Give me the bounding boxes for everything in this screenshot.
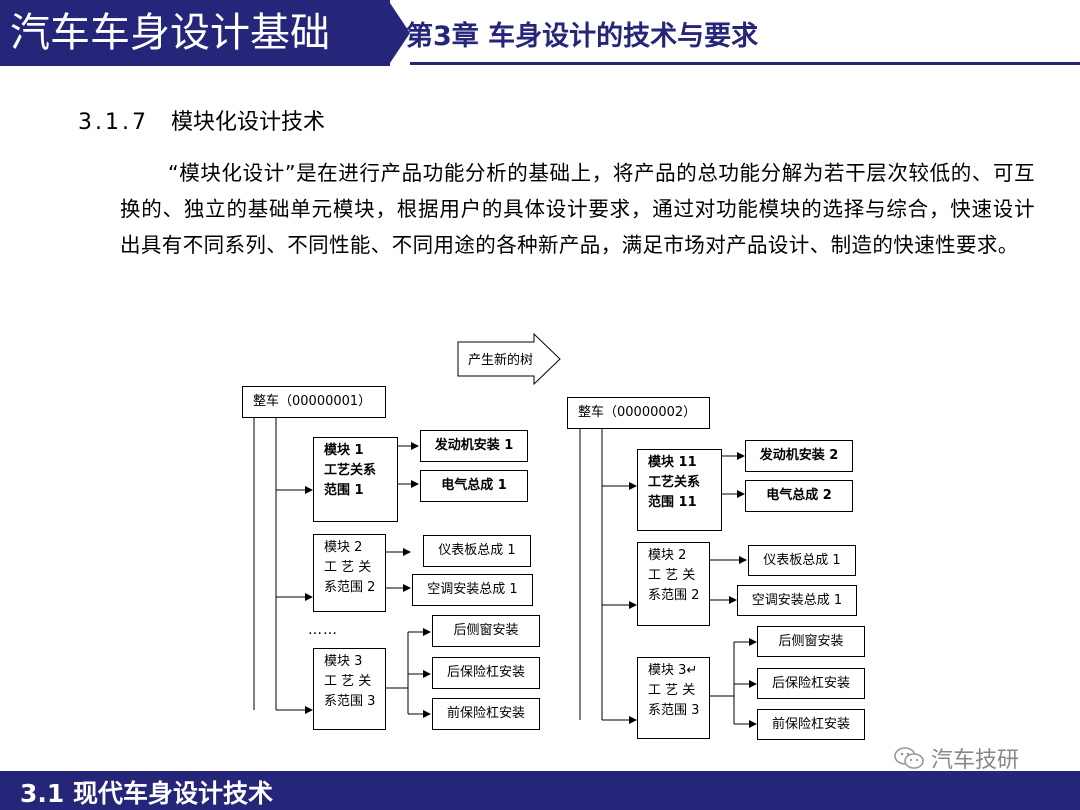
right-item-rear-window: 后侧窗安装 [757,626,865,657]
course-title: 汽车车身设计基础 [10,10,330,56]
right-root-node: 整车（00000002） [567,397,710,429]
chapter-title: 第3章 车身设计的技术与要求 [406,21,759,52]
module-line: 模块 11 [648,455,697,470]
left-module-3: 模块 3 工 艺 关 系范围 3 [313,648,386,730]
right-item-electrical-assembly: 电气总成 2 [745,480,853,512]
right-item-rear-bumper: 后保险杠安装 [757,668,865,699]
module-line: 范围 11 [648,495,697,510]
section-number: 3.1.7 [78,110,149,135]
left-module-2: 模块 2 工 艺 关 系范围 2 [313,534,386,612]
left-item-engine-install: 发动机安装 1 [420,430,528,462]
module-line: 范围 1 [324,483,364,498]
header-underline [410,62,1080,65]
module-line: 模块 1 [324,443,364,458]
module-line: 工艺关系 [324,463,377,478]
body-paragraph: “模块化设计”是在进行产品功能分析的基础上，将产品的总功能分解为若干层次较低的、… [120,161,1035,257]
right-module-1: 模块 11 工艺关系 范围 11 [637,449,722,531]
ellipsis: …… [308,622,338,638]
left-item-rear-bumper: 后保险杠安装 [432,657,540,689]
module-line: 系范围 3 [648,703,700,718]
watermark: 汽车技研 [893,742,1019,774]
left-item-ac-install: 空调安装总成 1 [412,574,533,606]
module-line: 模块 3↵ [648,663,698,678]
module-line: 系范围 3 [324,694,376,709]
module-line: 工 艺 关 [324,674,372,689]
header-left-banner [0,0,390,66]
module-line: 系范围 2 [324,580,376,595]
module-line: 工 艺 关 [648,683,696,698]
section-title: 模块化设计技术 [170,110,325,135]
module-line: 工艺关系 [648,475,701,490]
left-item-front-bumper: 前保险杠安装 [432,698,540,730]
right-item-instrument-panel: 仪表板总成 1 [748,545,856,576]
footer-bar: 3.1 现代车身设计技术 [0,771,1080,810]
module-line: 工 艺 关 [648,568,696,583]
right-module-3: 模块 3↵ 工 艺 关 系范围 3 [637,657,710,739]
left-item-instrument-panel: 仪表板总成 1 [423,535,531,567]
wechat-icon [894,747,924,769]
right-item-engine-install: 发动机安装 2 [745,440,853,472]
new-tree-label: 产生新的树 [468,353,534,368]
module-line: 模块 3 [324,654,363,669]
footer-section-title: 3.1 现代车身设计技术 [20,779,273,808]
right-item-front-bumper: 前保险杠安装 [757,709,865,740]
watermark-text: 汽车技研 [931,748,1020,773]
module-line: 模块 2 [648,548,687,563]
section-heading: 3.1.7 模块化设计技术 [78,104,325,136]
module-line: 模块 2 [324,540,363,555]
module-line: 工 艺 关 [324,560,372,575]
module-line: 系范围 2 [648,588,700,603]
left-item-rear-window: 后侧窗安装 [432,615,540,647]
left-module-1: 模块 1 工艺关系 范围 1 [313,437,398,522]
header-banner-arrow [388,0,410,66]
right-item-ac-install: 空调安装总成 1 [737,585,857,616]
new-tree-arrow [457,332,561,386]
left-root-node: 整车（00000001） [242,386,386,418]
left-item-electrical-assembly: 电气总成 1 [420,470,528,502]
right-module-2: 模块 2 工 艺 关 系范围 2 [637,542,710,626]
